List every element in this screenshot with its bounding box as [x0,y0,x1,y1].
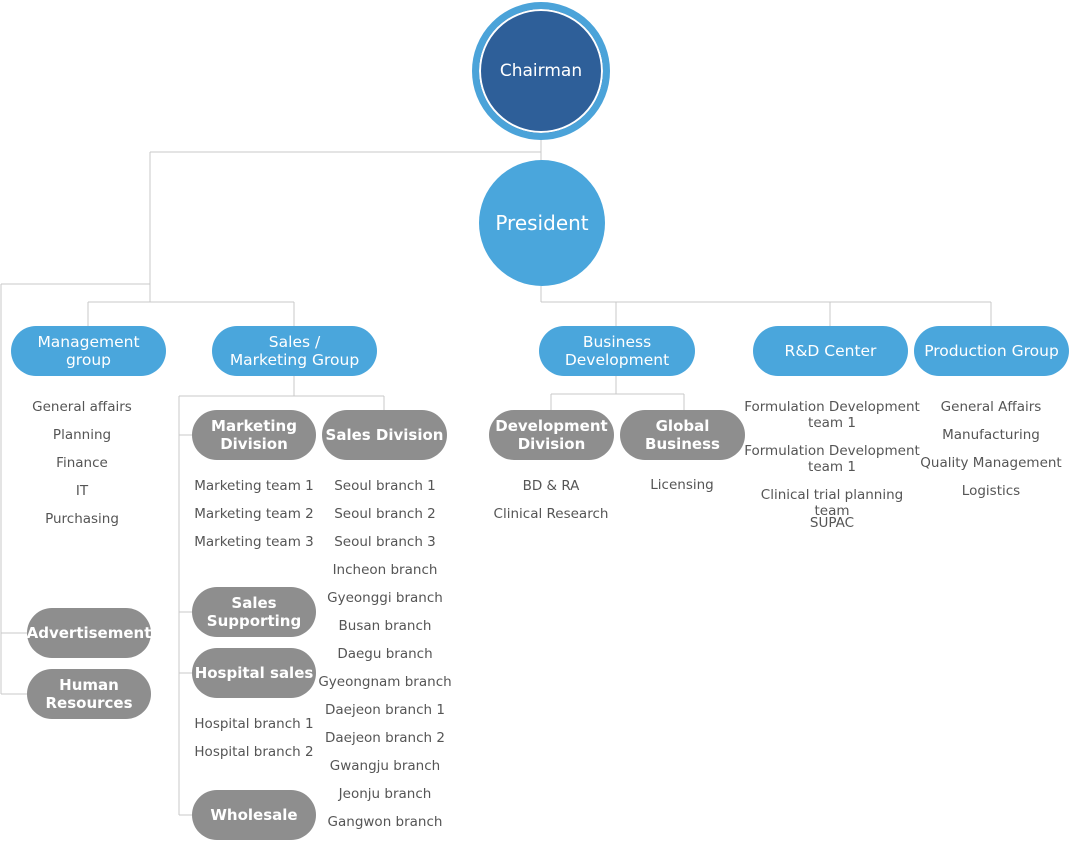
marketing-team-item: Marketing team 2 [194,506,314,522]
management-group-node: Management group [11,326,166,376]
branch-item: Daegu branch [337,646,433,662]
branch-item: Gyeonggi branch [327,590,443,606]
marketing-team-item: Marketing team 3 [194,534,314,550]
rd-item: Clinical trial planning team [760,487,904,519]
wholesale-node: Wholesale [192,790,316,840]
management-item: IT [75,483,89,499]
marketing-team-item: Marketing team 1 [194,478,314,494]
management-item: Finance [56,455,108,471]
production-item: Manufacturing [942,427,1040,443]
production-item: Quality Management [920,455,1062,471]
business-development-node: Business Development [539,326,695,376]
development-item: Clinical Research [493,506,609,522]
human-resources-node: Human Resources [27,669,151,719]
production-group-node: Production Group [914,326,1069,376]
production-item: Logistics [961,483,1021,499]
rd-item: SUPAC [809,515,855,531]
branch-item: Seoul branch 2 [334,506,436,522]
development-item: BD & RA [522,478,580,494]
branch-item: Daejeon branch 1 [325,702,445,718]
rd-item: Formulation Development team 1 [744,399,920,431]
marketing-division-node: Marketing Division [192,410,316,460]
branch-item: Seoul branch 3 [334,534,436,550]
management-item: Purchasing [45,511,119,527]
hospital-sales-node: Hospital sales [192,648,316,698]
global-business-node: Global Business [620,410,745,460]
production-item: General Affairs [940,399,1042,415]
president-node: President [479,160,605,286]
hospital-branch-item: Hospital branch 1 [194,716,314,732]
global-business-item: Licensing [650,477,714,493]
rd-item: Formulation Development team 1 [744,443,920,475]
branch-item: Jeonju branch [338,786,432,802]
sales-supporting-node: Sales Supporting [192,587,316,637]
branch-item: Gyeongnam branch [318,674,452,690]
management-item: General affairs [32,399,132,415]
advertisement-node: Advertisement [27,608,151,658]
management-item: Planning [52,427,112,443]
branch-item: Busan branch [338,618,432,634]
branch-item: Daejeon branch 2 [325,730,445,746]
rd-center-node: R&D Center [753,326,908,376]
branch-item: Incheon branch [332,562,438,578]
sales-marketing-group-node: Sales / Marketing Group [212,326,377,376]
branch-item: Gangwon branch [327,814,443,830]
branch-item: Seoul branch 1 [334,478,436,494]
hospital-branch-item: Hospital branch 2 [194,744,314,760]
branch-item: Gwangju branch [329,758,441,774]
chairman-node: Chairman [472,2,610,140]
development-division-node: Development Division [489,410,614,460]
sales-division-node: Sales Division [322,410,447,460]
